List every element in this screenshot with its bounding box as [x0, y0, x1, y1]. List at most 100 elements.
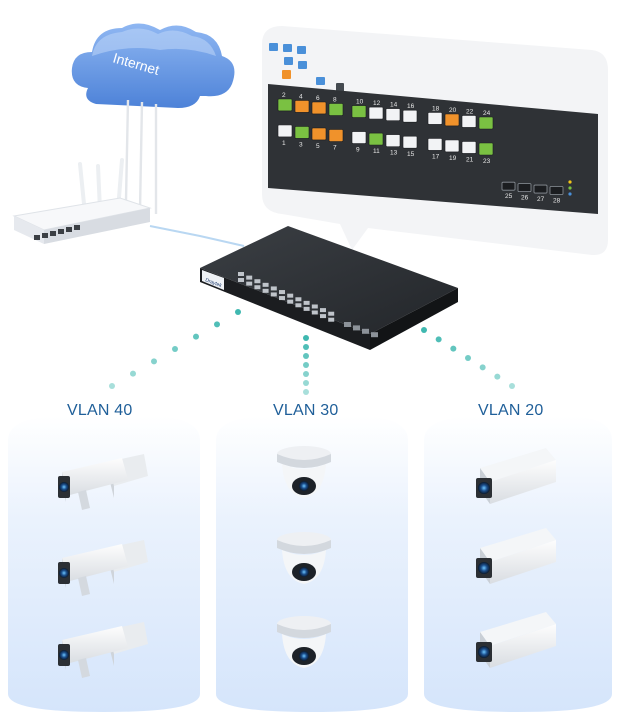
port-number-label: 21 [466, 156, 474, 163]
connection-dot [303, 389, 309, 395]
switch-mini-port [303, 306, 310, 311]
network-switch: Draytek [200, 226, 458, 350]
connection-dot [465, 355, 471, 361]
switch-mini-port [270, 286, 277, 291]
status-legend [568, 180, 572, 196]
switch-mini-port [287, 299, 294, 304]
router-antenna [78, 162, 86, 206]
switch-side [370, 288, 458, 350]
vlan-tag-icon [284, 57, 293, 65]
dome-camera [277, 532, 331, 584]
vlan-20-devices [476, 448, 556, 668]
connection-dot [450, 345, 457, 352]
port-number-label: 12 [373, 100, 381, 107]
vlan-connection-dots [109, 309, 515, 395]
switch-port-8 [328, 103, 344, 116]
vlan-tag-icon [269, 43, 278, 51]
connection-dot [303, 335, 309, 341]
sfp-port-27 [533, 184, 548, 194]
port-number-label: 27 [537, 196, 545, 203]
switch-mini-port [328, 311, 335, 316]
port-number-label: 4 [299, 93, 303, 100]
switch-mini-port [279, 290, 285, 295]
switch-front [200, 268, 370, 350]
port-number-label: 3 [299, 141, 303, 148]
vlan-30-devices [277, 446, 331, 668]
connection-dot [303, 371, 309, 377]
switch-mini-port [311, 304, 318, 309]
port-number-label: 2 [282, 92, 286, 99]
switch-port-5 [311, 127, 327, 141]
connection-dot [509, 383, 515, 389]
router-ports [34, 225, 80, 240]
switch-mini-port [262, 288, 269, 293]
box-camera [476, 528, 556, 584]
switch-port-7 [328, 129, 344, 142]
svg-text:Draytek: Draytek [204, 277, 223, 289]
switch-port-3 [294, 126, 310, 139]
connection-dot [479, 364, 486, 371]
box-camera [476, 612, 556, 668]
connection-dot [151, 358, 157, 365]
router [12, 158, 152, 244]
switch-mini-port [287, 293, 294, 298]
switch-mini-port [320, 308, 326, 313]
port-number-label: 18 [432, 105, 440, 112]
switch-mini-sfp [344, 322, 351, 327]
port-number-label: 24 [483, 110, 491, 117]
switch-brand-plate: Draytek [202, 270, 224, 290]
switch-mini-sfp [353, 325, 360, 331]
switch-port-20 [444, 113, 460, 127]
dome-camera [277, 446, 331, 498]
sfp-port-28 [549, 186, 564, 195]
switch-port-21 [461, 141, 477, 154]
port-number-label: 14 [390, 102, 398, 109]
port-number-label: 10 [356, 99, 364, 106]
switch-mini-port [238, 272, 244, 276]
connection-dot [303, 362, 309, 368]
switch-mini-port [303, 300, 310, 305]
switch-mini-port [295, 297, 302, 302]
switch-mini-port [262, 282, 269, 287]
port-number-label: 23 [483, 158, 491, 165]
connection-dot [435, 336, 442, 343]
vlan-tag-icon [297, 46, 306, 54]
connection-dot [494, 373, 501, 380]
switch-port-15 [402, 135, 418, 149]
vlan-tag-icon [298, 61, 307, 69]
port-number-label: 16 [407, 103, 415, 110]
port-grid: 2143658710912111413161518172019222124232… [277, 92, 564, 205]
router-switch-cable [149, 225, 245, 247]
port-number-label: 20 [449, 107, 457, 114]
switch-port-19 [444, 139, 460, 153]
switch-mini-port [311, 310, 318, 315]
connection-dot [303, 353, 309, 359]
switch-port-6 [311, 101, 327, 115]
switch-port-11 [368, 132, 384, 146]
port-number-label: 11 [373, 148, 380, 155]
port-number-label: 22 [466, 108, 474, 115]
switch-mini-port [246, 281, 253, 286]
cloud-highlight [92, 28, 216, 56]
port-number-label: 8 [333, 96, 337, 103]
switch-port-panel: 2143658710912111413161518172019222124232… [262, 26, 608, 256]
port-number-label: 1 [282, 140, 286, 147]
switch-port-4 [294, 100, 310, 113]
connection-dot [235, 309, 241, 315]
switch-mini-sfp [371, 332, 378, 338]
dome-camera [277, 616, 331, 668]
port-flag-icon [282, 70, 291, 79]
switch-port-12 [368, 106, 384, 120]
sfp-port-26 [517, 183, 532, 193]
bullet-camera [58, 540, 148, 596]
vlan-tag-icon [283, 44, 292, 52]
switch-mini-port [328, 317, 335, 322]
port-number-label: 13 [390, 150, 398, 157]
vlan-20-label: VLAN 20 [478, 402, 544, 419]
switch-front-ports [238, 272, 378, 338]
port-number-label: 28 [553, 198, 561, 205]
vlan-30-label: VLAN 30 [273, 402, 339, 419]
switch-port-9 [351, 131, 367, 144]
switch-port-10 [351, 105, 367, 118]
